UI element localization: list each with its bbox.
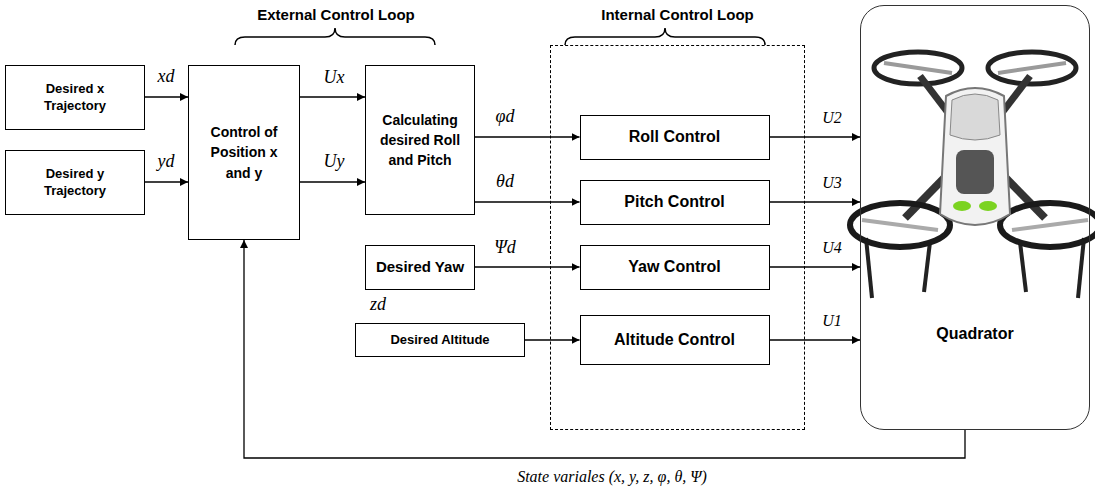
drone-leg [1078, 238, 1084, 298]
signal-arrow [770, 201, 861, 202]
internal-brace [565, 28, 765, 45]
signal-arrow [475, 201, 580, 202]
signal-label: Ux [322, 68, 347, 88]
rotor-guard [1000, 203, 1095, 247]
loop-brace [235, 28, 765, 45]
propeller [1012, 220, 1088, 230]
input-box: Desired Yaw [365, 245, 475, 290]
drone-leg [924, 242, 930, 292]
signal-arrow [770, 339, 861, 340]
box-label: Desired x Trajectory [25, 81, 125, 114]
drone-light [953, 201, 971, 211]
signal-label: zd [368, 295, 388, 315]
signal-label: Uy [322, 152, 347, 172]
loop-heading: External Control Loop [257, 7, 415, 24]
signal-label: yd [156, 152, 177, 172]
controller-box: Yaw Control [580, 245, 770, 290]
signal-arrow [145, 96, 188, 97]
input-box: Desired Altitude [355, 323, 525, 357]
drone-body [940, 88, 1010, 225]
region-heading: Internal Control Loop [511, 6, 844, 25]
drone-leg [866, 238, 872, 298]
controller-box: Roll Control [580, 115, 770, 160]
signal-arrow [300, 181, 365, 182]
rotor-guard [850, 203, 950, 247]
signal-arrow [525, 339, 580, 340]
signal-label: U2 [820, 109, 844, 127]
process-box: Calculating desired Roll and Pitch [365, 65, 475, 215]
feedback-arrow [244, 240, 965, 458]
box-label: Roll Control [629, 127, 721, 147]
box-label: Altitude Control [614, 330, 735, 350]
signal-label: Ψd [492, 238, 518, 258]
plant-box: Quadrator [860, 5, 1090, 430]
drone-light [979, 201, 997, 211]
signal-label: U3 [820, 174, 844, 192]
signal-arrow [300, 96, 365, 97]
propeller [884, 63, 952, 73]
controller-box: Altitude Control [580, 315, 770, 365]
input-box: Desired x Trajectory [5, 65, 145, 130]
drone-cap [950, 94, 1000, 140]
drone-illustration [850, 52, 1095, 298]
external-brace [235, 28, 435, 45]
signal-arrow [475, 266, 580, 267]
signal-arrow [145, 181, 188, 182]
box-label: Desired Yaw [376, 258, 464, 277]
feedback-label: State variales (x, y, z, φ, θ, Ψ) [515, 468, 709, 486]
signal-label: U4 [820, 239, 844, 257]
signal-label: φd [494, 107, 517, 127]
drone-camera [956, 150, 994, 194]
box-label: Quadrator [861, 324, 1089, 344]
rotor-guard [874, 52, 962, 84]
box-label: Pitch Control [624, 192, 724, 212]
box-label: Calculating desired Roll and Pitch [372, 110, 468, 171]
box-label: Desired Altitude [390, 332, 489, 348]
box-label: Yaw Control [628, 257, 720, 277]
loop-region: Internal Control LoopRoll ControlPitch C… [550, 45, 805, 430]
input-box: Desired y Trajectory [5, 150, 145, 215]
signal-arrow [475, 136, 580, 137]
rotor-guard [988, 52, 1076, 84]
box-label: Desired y Trajectory [25, 166, 125, 199]
signal-label: xd [156, 67, 177, 87]
signal-label: θd [494, 172, 516, 192]
controller-box: Pitch Control [580, 180, 770, 225]
signal-arrow [770, 266, 861, 267]
drone-leg [1020, 242, 1026, 292]
box-label: Control of Position x and y [198, 122, 290, 183]
signal-label: U1 [820, 312, 844, 330]
propeller [998, 63, 1066, 73]
propeller [862, 220, 938, 230]
process-box: Control of Position x and y [188, 65, 300, 240]
signal-arrow [770, 136, 861, 137]
